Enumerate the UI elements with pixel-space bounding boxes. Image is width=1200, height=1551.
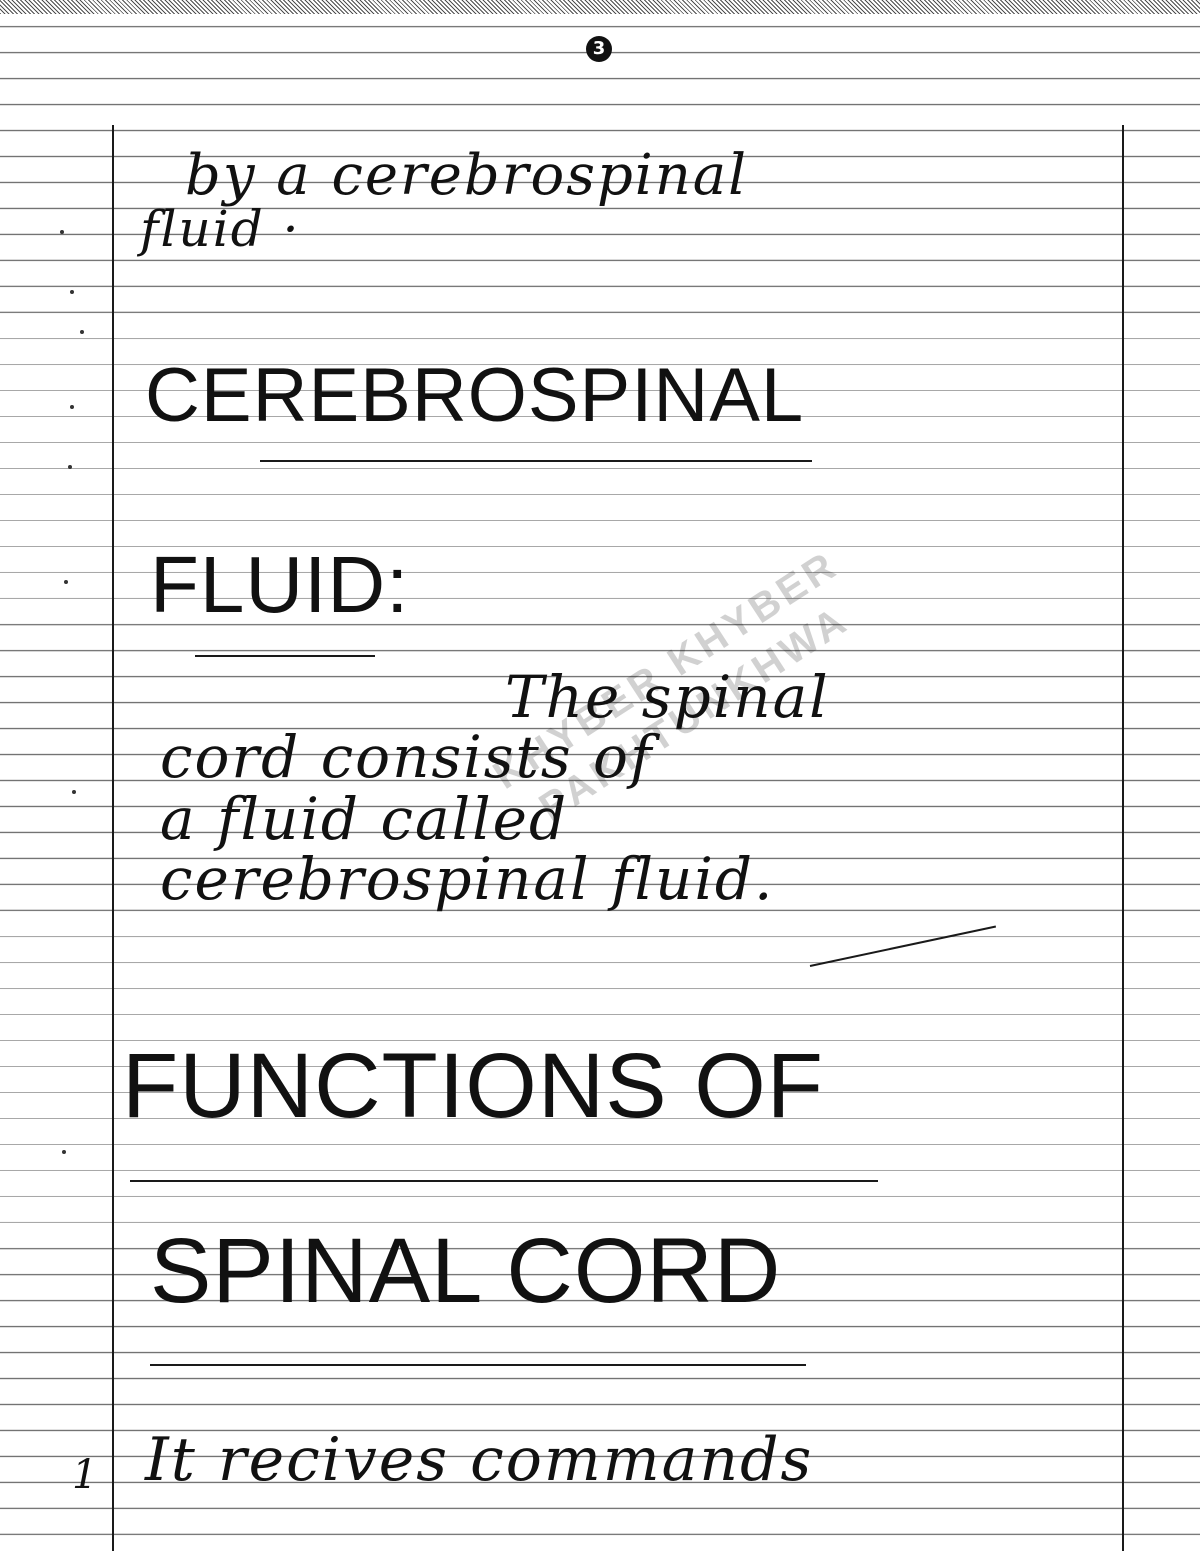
heading-underline xyxy=(150,1364,806,1366)
text-line-cerebrospinal-fluid: cerebrospinal fluid. xyxy=(160,845,775,913)
heading-underline xyxy=(130,1180,878,1182)
margin-dot xyxy=(80,330,84,334)
page-number-badge: 3 xyxy=(586,36,612,62)
margin-dot xyxy=(70,405,74,409)
list-item-text: It recives commands xyxy=(145,1425,814,1495)
left-margin-line xyxy=(112,125,114,1551)
text-line-fluid: fluid · xyxy=(140,200,301,258)
margin-dot xyxy=(70,290,74,294)
heading-fluid: FLUID: xyxy=(150,540,410,629)
right-margin-line xyxy=(1122,125,1124,1551)
margin-dot xyxy=(72,790,76,794)
margin-dot xyxy=(60,230,64,234)
margin-dot xyxy=(62,1150,66,1154)
heading-underline xyxy=(260,460,812,462)
paragraph-end-stroke xyxy=(809,925,997,967)
text-line-the-spinal: The spinal xyxy=(505,663,830,731)
margin-dot xyxy=(68,465,72,469)
heading-functions-of: FUNCTIONS OF xyxy=(122,1035,824,1137)
scan-edge-strip xyxy=(0,0,1200,14)
margin-dot xyxy=(64,580,68,584)
text-line-by-a-cerebrospinal: by a cerebrospinal xyxy=(185,143,749,208)
list-item-number: 1 xyxy=(72,1452,98,1498)
heading-underline xyxy=(195,655,375,657)
text-line-cord-consists-of: cord consists of xyxy=(160,723,654,791)
text-line-a-fluid-called: a fluid called xyxy=(160,785,569,853)
heading-spinal-cord: SPINAL CORD xyxy=(150,1220,782,1322)
heading-cerebrospinal: CEREBROSPINAL xyxy=(145,353,805,438)
